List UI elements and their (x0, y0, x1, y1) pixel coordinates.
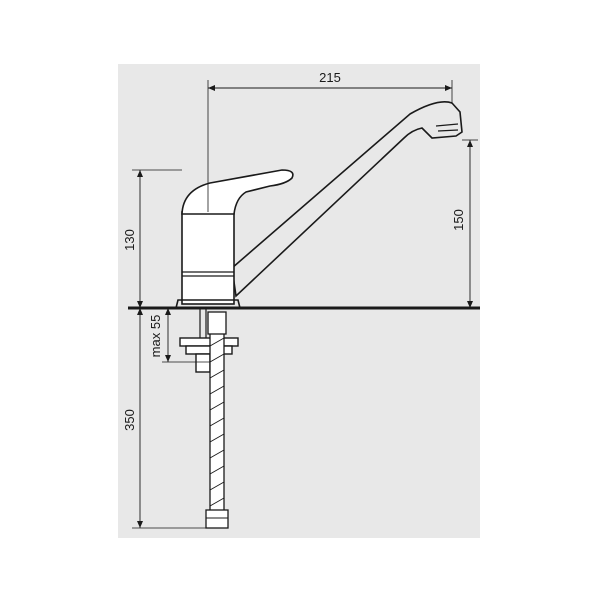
dim-label-max-55: max 55 (148, 315, 163, 358)
faucet-body (181, 211, 235, 305)
flexible-hose (209, 315, 225, 513)
dim-label-130: 130 (122, 229, 137, 251)
dim-label-350: 350 (122, 409, 137, 431)
faucet-base (175, 299, 241, 309)
mounting-washer (185, 345, 233, 355)
dim-label-150: 150 (451, 209, 466, 231)
mounting-nut (195, 353, 211, 373)
hose-top-fitting (207, 311, 227, 335)
drawing-panel (118, 64, 480, 538)
faucet-spout (231, 101, 463, 298)
spout-aerator (435, 123, 459, 132)
hose-bottom-fitting (205, 509, 229, 529)
dim-label-215: 215 (319, 70, 341, 85)
lever-handle (181, 169, 294, 215)
mounting-plate (179, 337, 239, 347)
